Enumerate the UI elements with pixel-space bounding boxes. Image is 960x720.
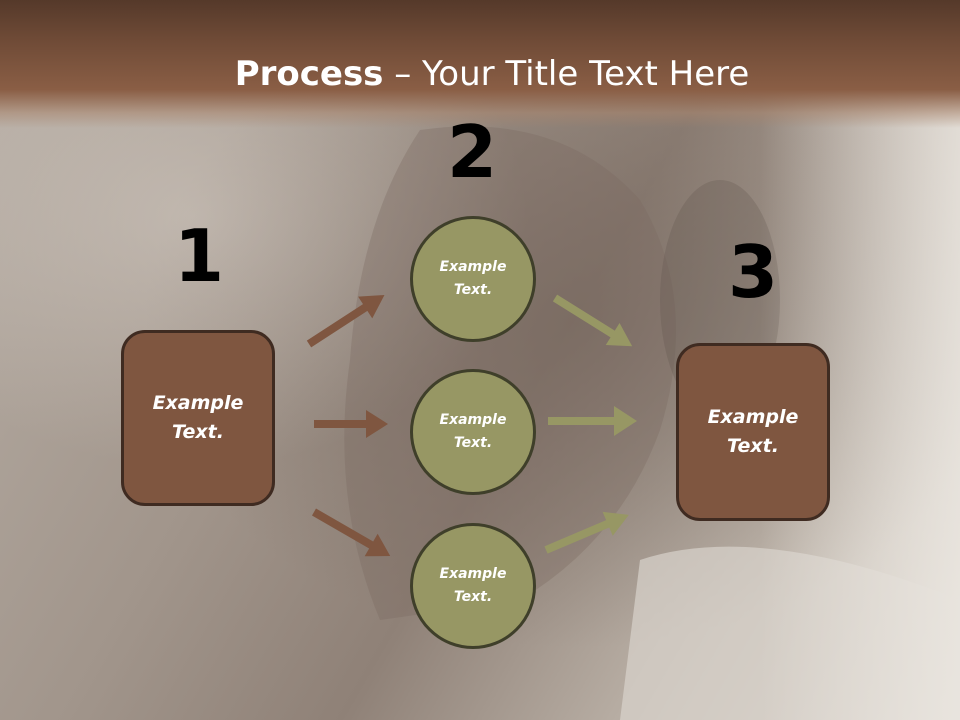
step-number-1: 1 [173, 214, 225, 298]
arrow-center-to-right [548, 406, 637, 436]
middle-circle-top: Example Text. [410, 216, 536, 342]
step-number-3: 3 [727, 230, 779, 314]
arrow-top-to-right [552, 294, 633, 347]
arrow-bottom-to-right [544, 511, 629, 554]
title-bold: Process [234, 54, 384, 94]
middle-circle-bottom: Example Text. [410, 523, 536, 649]
slide-title: Process – Your Title Text Here [0, 52, 960, 96]
title-rest: – Your Title Text Here [383, 54, 750, 94]
title-bar [0, 0, 960, 128]
circle-bottom-text: Example Text. [439, 566, 507, 605]
right-process-box: Example Text. [676, 343, 830, 521]
right-box-text: Example Text. [707, 406, 799, 457]
arrow-left-to-center [314, 410, 388, 438]
circle-center-text: Example Text. [439, 412, 507, 451]
arrow-left-to-bottom [312, 508, 391, 557]
left-process-box: Example Text. [121, 330, 275, 506]
left-box-text: Example Text. [152, 392, 244, 443]
arrow-left-to-top [306, 294, 385, 348]
middle-circle-center: Example Text. [410, 369, 536, 495]
step-number-2: 2 [446, 110, 498, 194]
circle-top-text: Example Text. [439, 259, 507, 298]
